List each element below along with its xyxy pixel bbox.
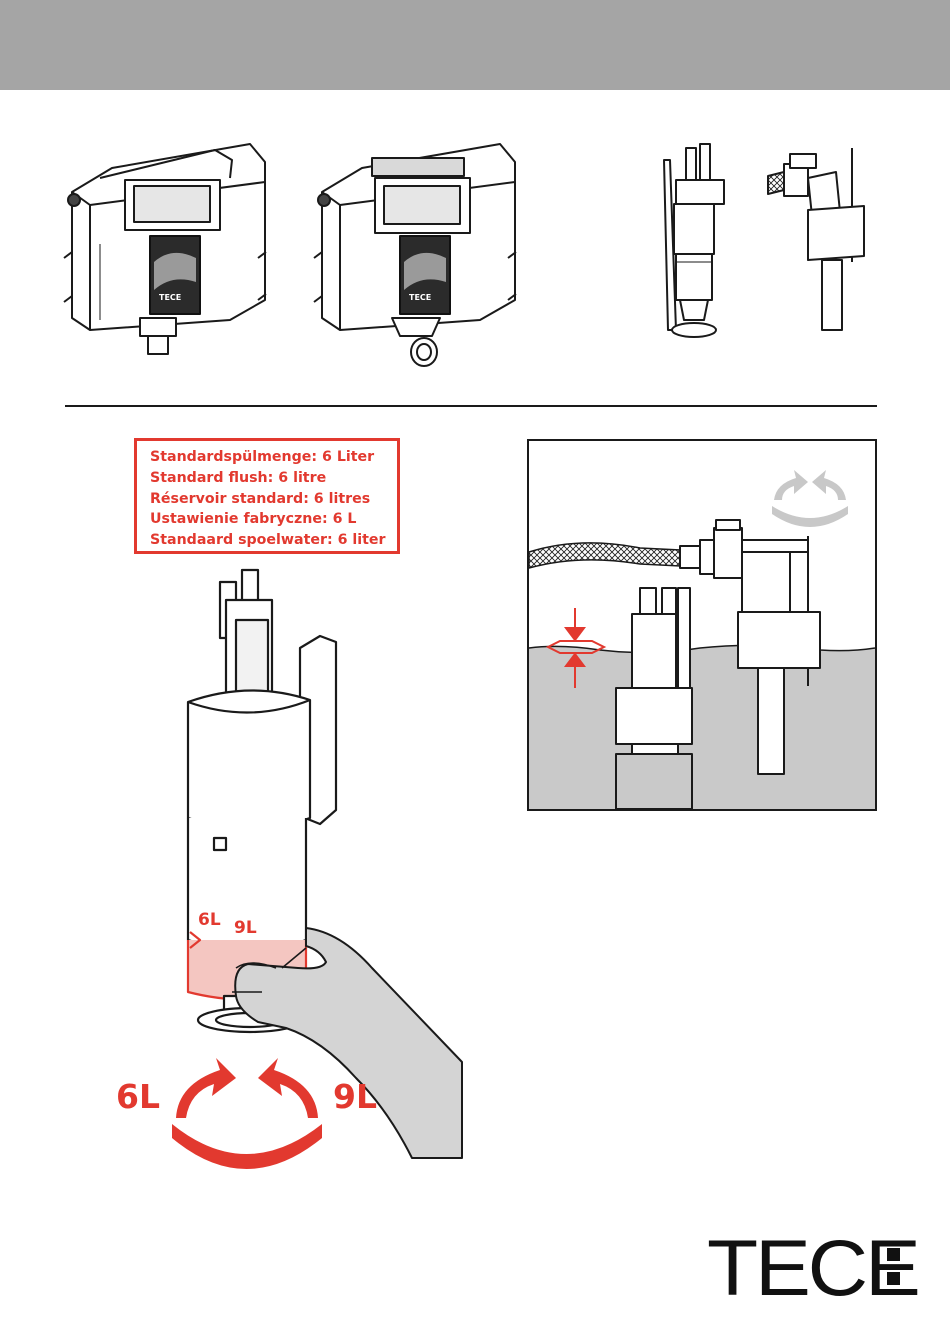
cistern-drawing bbox=[64, 144, 266, 354]
rotation-label-9l: 9L bbox=[333, 1077, 377, 1116]
rotation-label-6l: 6L bbox=[116, 1077, 160, 1116]
ring-label-6l: 6L bbox=[198, 910, 221, 930]
flush-volume-settings-box: Standardspülmenge: 6 Liter Standard flus… bbox=[134, 438, 400, 554]
logo-dots-icon bbox=[887, 1248, 900, 1298]
settings-line-en: Standard flush: 6 litre bbox=[150, 468, 397, 489]
water-level-detail bbox=[528, 440, 876, 810]
settings-line-pl: Ustawienie fabryczne: 6 L bbox=[150, 509, 397, 530]
brand-logo: TECE bbox=[707, 1236, 906, 1300]
product-label-1: TECE bbox=[159, 293, 181, 302]
product-label-2: TECE bbox=[409, 293, 431, 302]
section-divider bbox=[65, 405, 877, 407]
cistern-drawing bbox=[314, 144, 516, 366]
settings-line-fr: Réservoir standard: 6 litres bbox=[150, 489, 397, 510]
rotate-arrows-icon bbox=[172, 1058, 322, 1169]
settings-line-nl: Standaard spoelwater: 6 liter bbox=[150, 530, 397, 551]
fill-valve-drawing bbox=[768, 148, 864, 330]
settings-line-de: Standardspülmenge: 6 Liter bbox=[150, 447, 397, 468]
ring-label-9l: 9L bbox=[234, 918, 257, 938]
flush-valve-drawing bbox=[664, 144, 724, 337]
flush-valve-drawing bbox=[188, 570, 336, 1032]
